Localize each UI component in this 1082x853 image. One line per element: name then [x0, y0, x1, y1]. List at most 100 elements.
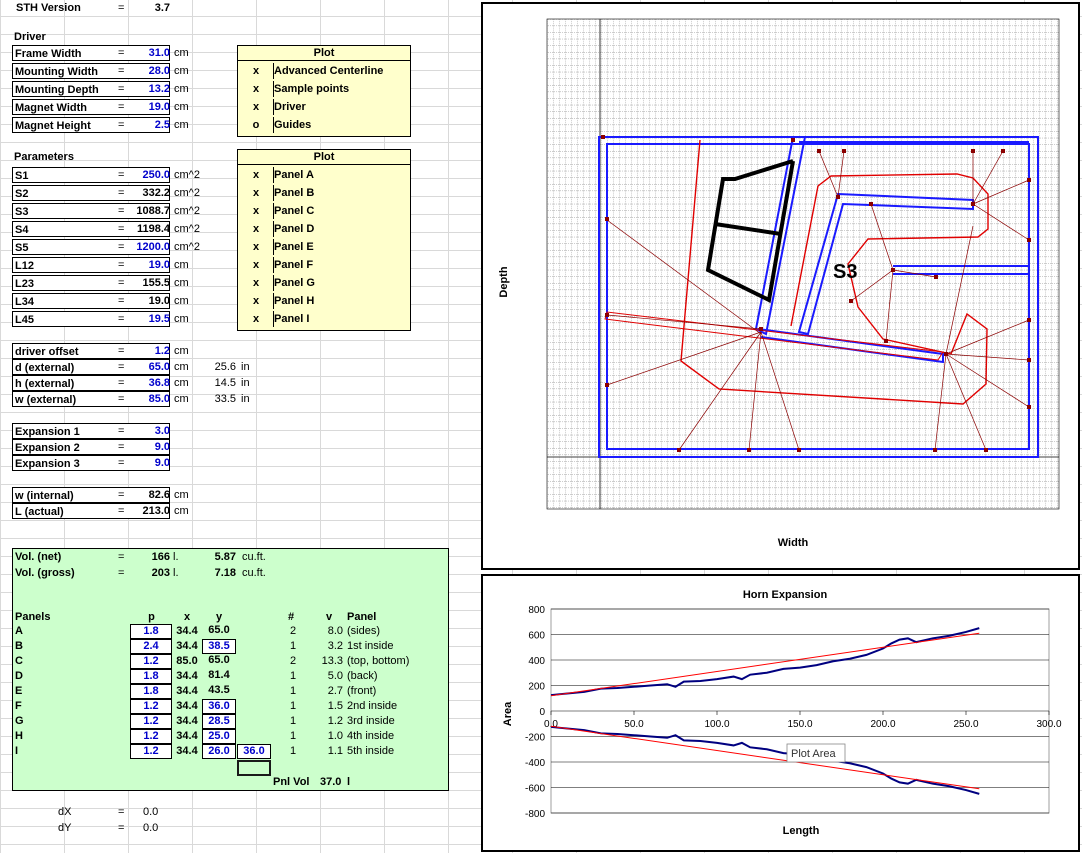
- version-label: STH Version: [16, 2, 81, 14]
- plot1-row-mark[interactable]: o: [252, 119, 260, 131]
- panel-row-p[interactable]: 1.8: [130, 624, 172, 639]
- panel-row-name: H: [15, 730, 23, 742]
- selected-cell[interactable]: [237, 760, 271, 776]
- driver-row-eq: =: [118, 119, 125, 131]
- plot2-row-mark[interactable]: x: [252, 223, 260, 235]
- external-row-inch: 33.5: [214, 393, 236, 405]
- horn-xtick-label: 300.0: [1036, 719, 1061, 730]
- expansion-row-value[interactable]: 9.0: [154, 441, 170, 453]
- panel-row-y: 65.0: [208, 624, 230, 636]
- plot1-row-label: Guides: [273, 117, 312, 133]
- param-row-value[interactable]: 1200.0: [136, 241, 170, 253]
- expansion-row-value[interactable]: 3.0: [154, 425, 170, 437]
- vol-gross-value[interactable]: 203: [151, 567, 170, 579]
- panel-row-y[interactable]: 28.5: [202, 714, 236, 729]
- panel-row-name: A: [15, 625, 23, 637]
- internal-row-unit: cm: [174, 505, 189, 517]
- param-row-label: L23: [12, 275, 170, 291]
- driver-row-unit: cm: [174, 101, 189, 113]
- horn-xtick-label: 200.0: [870, 719, 895, 730]
- external-row-inunit: in: [241, 361, 250, 373]
- horn-series-line: [550, 725, 980, 795]
- driver-row-value[interactable]: 2.5: [154, 119, 170, 131]
- panel-row-p[interactable]: 1.2: [130, 654, 172, 669]
- driver-row-unit: cm: [174, 65, 189, 77]
- plot2-row-mark[interactable]: x: [252, 205, 260, 217]
- external-row-value[interactable]: 85.0: [148, 393, 170, 405]
- panel-row-x: 34.4: [176, 685, 198, 697]
- external-row-unit: cm: [174, 361, 189, 373]
- param-row-value[interactable]: 332.2: [142, 187, 170, 199]
- param-row-eq: =: [118, 205, 125, 217]
- panel-row-v: 13.3: [321, 655, 343, 667]
- internal-row-label: L (actual): [12, 503, 170, 519]
- driver-row-value[interactable]: 31.0: [148, 47, 170, 59]
- panel-row-count: 2: [289, 655, 297, 667]
- external-row-unit: cm: [174, 377, 189, 389]
- panel-row-x: 34.4: [176, 730, 198, 742]
- dx-label: dX: [58, 806, 72, 818]
- plot2-row-mark[interactable]: x: [252, 187, 260, 199]
- param-row-value[interactable]: 1198.4: [136, 223, 170, 235]
- panel-row-desc: (back): [347, 670, 378, 682]
- param-row-label: L34: [12, 293, 170, 309]
- driver-row-value[interactable]: 13.2: [148, 83, 170, 95]
- param-row-label: S1: [12, 167, 170, 183]
- plot1-row-mark[interactable]: x: [252, 83, 260, 95]
- plot2-row-mark[interactable]: x: [252, 295, 260, 307]
- vol-net-value[interactable]: 166: [151, 551, 170, 563]
- pnl-vol-value: 37.0: [320, 776, 342, 788]
- panel-row-y: 65.0: [208, 654, 230, 666]
- param-row-unit: cm^2: [174, 241, 200, 253]
- horn-ytick-label: 200: [528, 682, 545, 693]
- driver-row-value[interactable]: 19.0: [148, 101, 170, 113]
- panel-row-y[interactable]: 26.0: [202, 744, 236, 759]
- horn-expansion-chart[interactable]: Horn Expansion Length Area S3 8006004002…: [481, 574, 1080, 852]
- param-row-value[interactable]: 250.0: [142, 169, 170, 181]
- param-row-eq: =: [118, 313, 125, 325]
- version-value[interactable]: 3.7: [154, 2, 170, 14]
- driver-row-label: Mounting Width: [12, 63, 170, 79]
- driver-row-value[interactable]: 28.0: [148, 65, 170, 77]
- external-row-value[interactable]: 1.2: [154, 345, 170, 357]
- panel-row-y[interactable]: 36.0: [202, 699, 236, 714]
- panel-row-p[interactable]: 1.2: [130, 714, 172, 729]
- external-row-value[interactable]: 36.8: [148, 377, 170, 389]
- param-row-value[interactable]: 19.0: [148, 259, 170, 271]
- panel-row-p[interactable]: 1.8: [130, 669, 172, 684]
- plot1-row-mark[interactable]: x: [252, 65, 260, 77]
- panel-row-y2[interactable]: 36.0: [237, 744, 271, 759]
- panel-row-x: 34.4: [176, 745, 198, 757]
- panel-row-y[interactable]: 38.5: [202, 639, 236, 654]
- param-row-unit: cm^2: [174, 169, 200, 181]
- horn-ytick-label: 600: [528, 631, 545, 642]
- internal-row-value: 82.6: [148, 489, 170, 501]
- panel-row-v: 3.2: [327, 640, 343, 652]
- external-row-eq: =: [118, 377, 125, 389]
- panel-row-p[interactable]: 1.2: [130, 729, 172, 744]
- panel-row-p[interactable]: 1.2: [130, 744, 172, 759]
- param-row-value[interactable]: 19.5: [148, 313, 170, 325]
- plot2-row-mark[interactable]: x: [252, 313, 260, 325]
- driver-row-eq: =: [118, 83, 125, 95]
- panel-row-p[interactable]: 1.8: [130, 684, 172, 699]
- vol-net-label: Vol. (net): [15, 551, 62, 563]
- plot2-row-mark[interactable]: x: [252, 277, 260, 289]
- param-row-value[interactable]: 155.5: [142, 277, 170, 289]
- panel-row-p[interactable]: 2.4: [130, 639, 172, 654]
- external-row-value[interactable]: 65.0: [148, 361, 170, 373]
- panel-row-v: 1.1: [327, 745, 343, 757]
- param-row-label: L45: [12, 311, 170, 327]
- expansion-row-value[interactable]: 9.0: [154, 457, 170, 469]
- layout-chart-svg: S3 Width Depth: [498, 18, 1060, 549]
- param-row-value[interactable]: 1088.7: [136, 205, 170, 217]
- panel-row-y[interactable]: 25.0: [202, 729, 236, 744]
- plot2-row-mark[interactable]: x: [252, 169, 260, 181]
- plot2-row-mark[interactable]: x: [252, 241, 260, 253]
- plot2-row-mark[interactable]: x: [252, 259, 260, 271]
- layout-chart[interactable]: S3 Width Depth: [481, 2, 1080, 570]
- outer-enclosure: [598, 136, 1039, 458]
- plot1-row-mark[interactable]: x: [252, 101, 260, 113]
- param-row-value[interactable]: 19.0: [148, 295, 170, 307]
- panel-row-p[interactable]: 1.2: [130, 699, 172, 714]
